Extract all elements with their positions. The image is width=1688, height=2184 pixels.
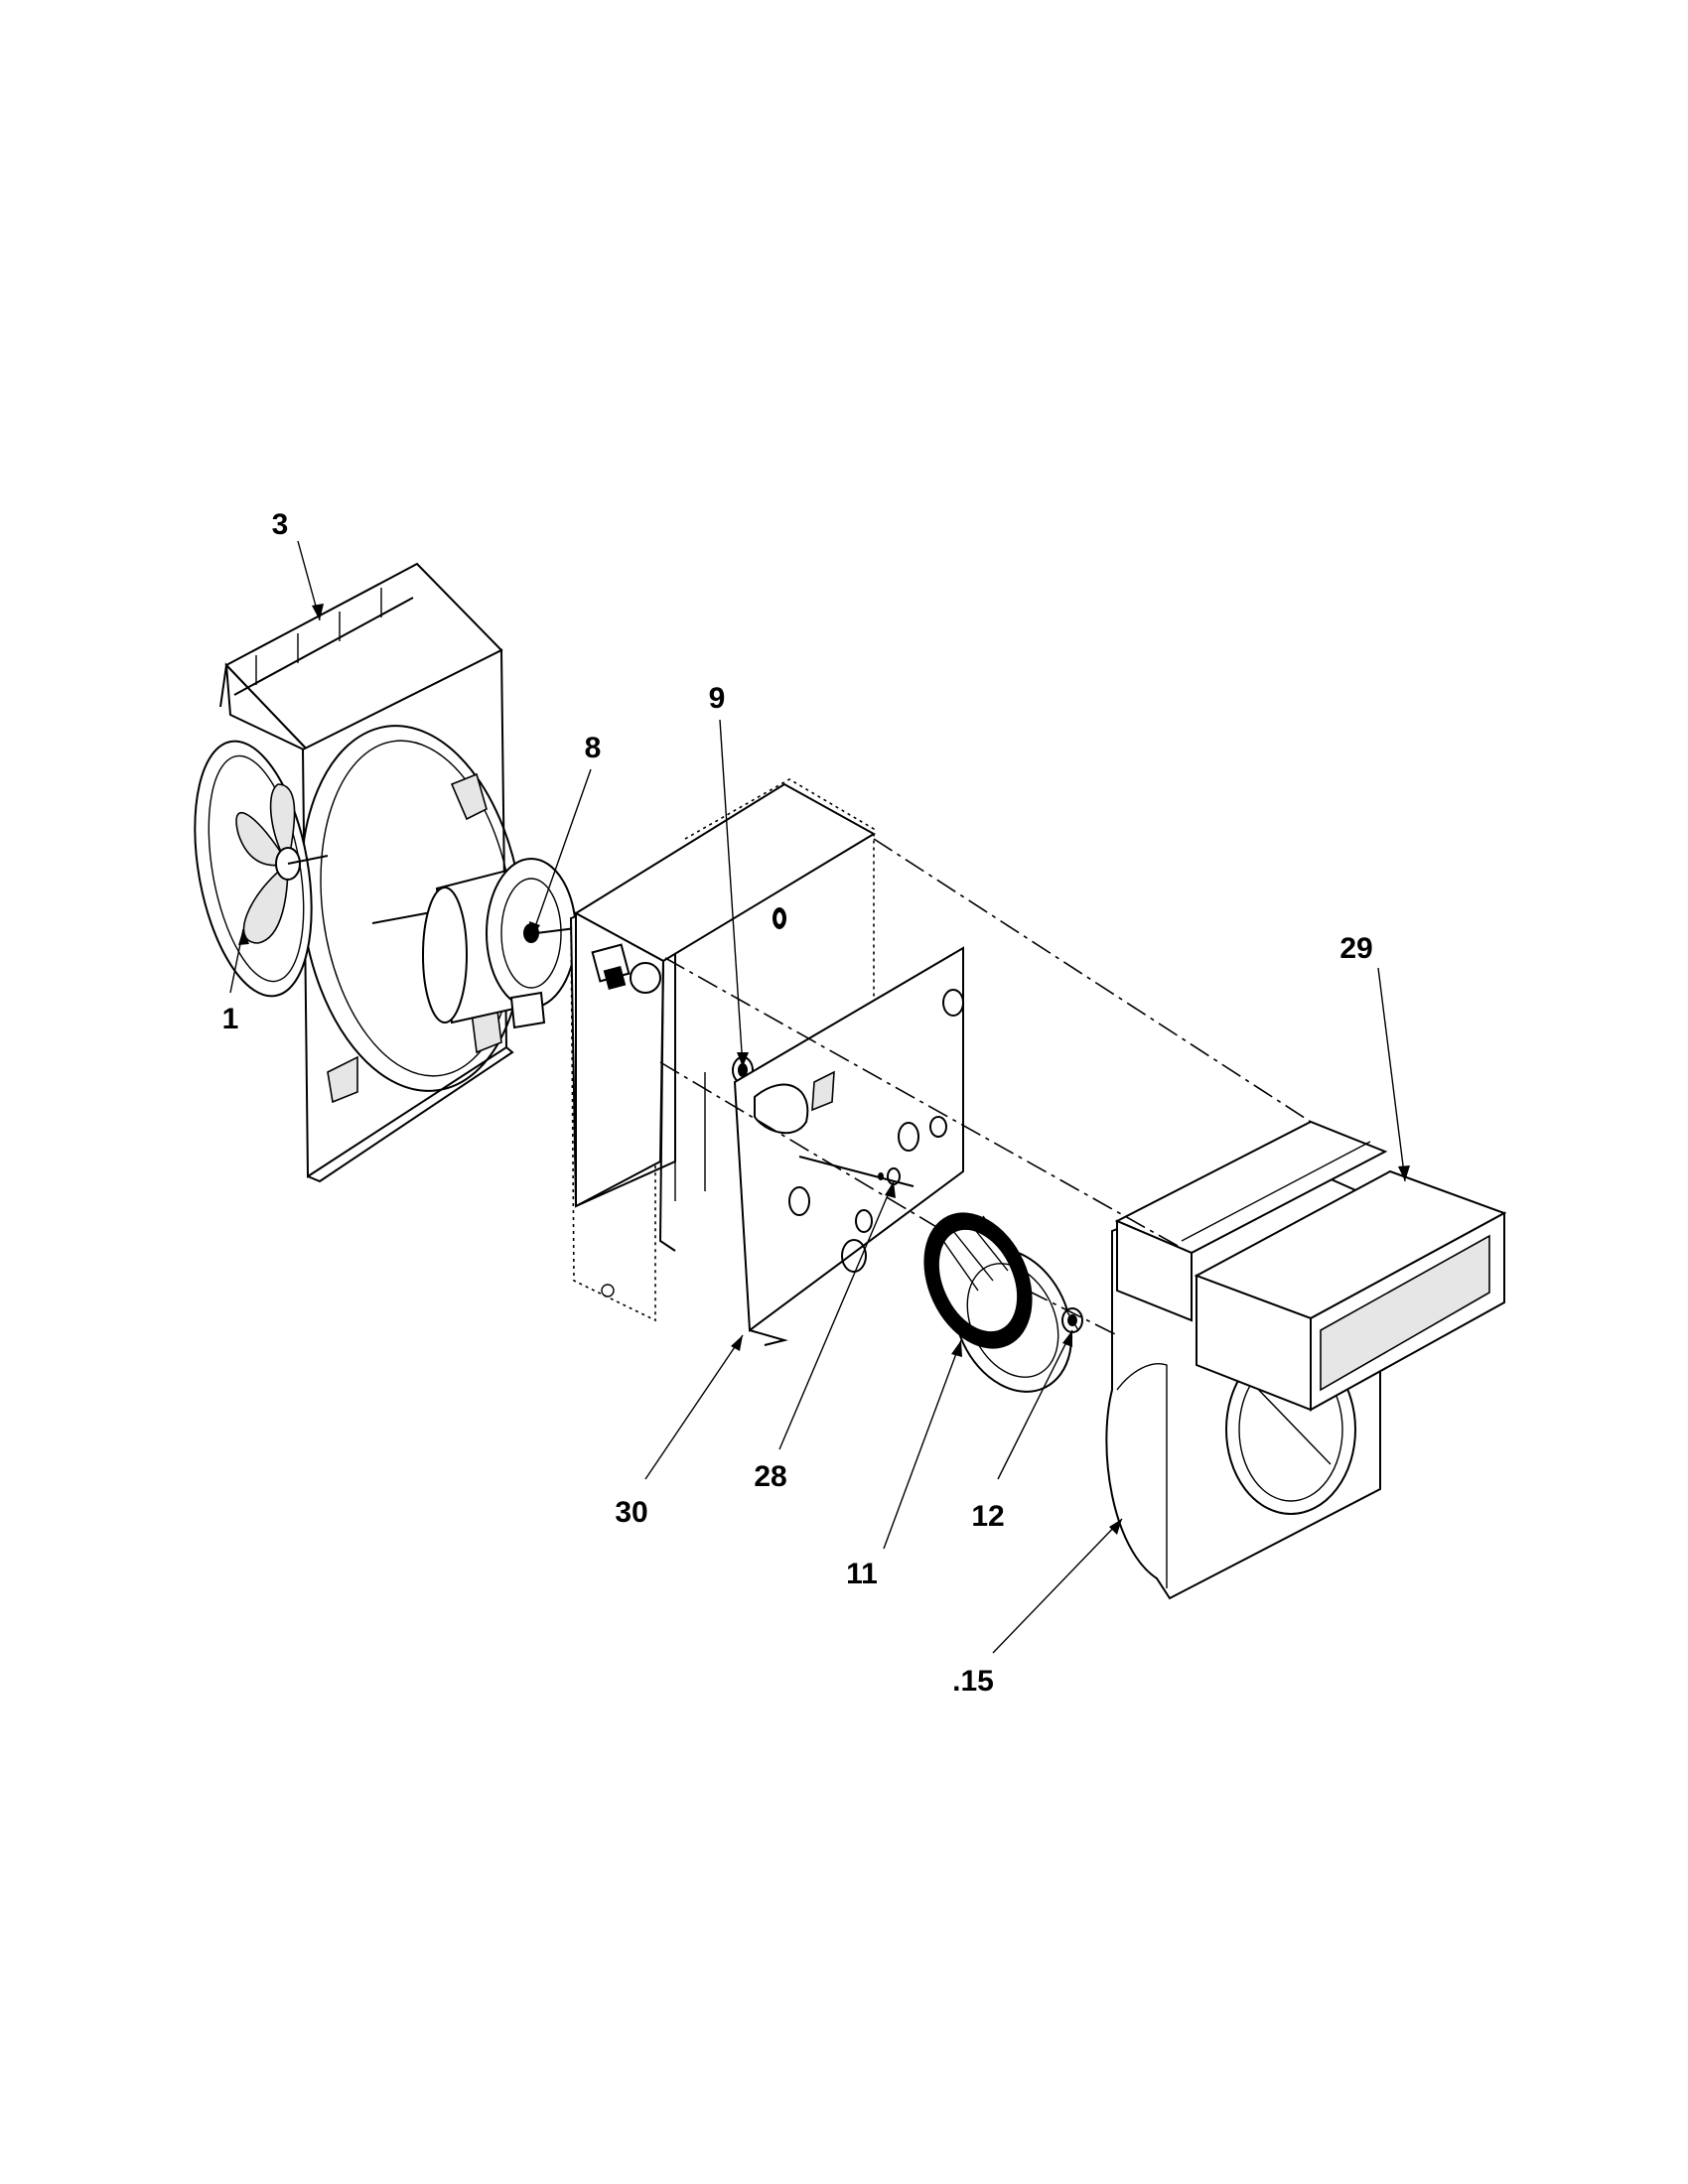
part-11-blower-wheel (923, 1212, 1073, 1393)
callout-15: .15 (952, 1665, 994, 1698)
callout-28: 28 (754, 1460, 786, 1493)
callout-8: 8 (585, 732, 602, 764)
assembly-lines (659, 838, 1312, 1336)
callout-3: 3 (272, 508, 289, 541)
callout-1: 1 (222, 1003, 239, 1035)
part-1-fan-blade (194, 740, 329, 998)
callout-29: 29 (1339, 932, 1372, 965)
part-28-rod (798, 1156, 914, 1187)
callout-11: 11 (846, 1558, 878, 1590)
part-29-discharge-duct (1114, 1120, 1507, 1412)
part-12-hub (1061, 1307, 1083, 1333)
main-housing (574, 778, 876, 1252)
callout-12: 12 (971, 1500, 1004, 1533)
part-3-top-bracket (219, 562, 503, 754)
callouts: 3 1 8 9 29 30 28 11 12 .15 (222, 508, 1373, 1698)
leader-lines (229, 540, 1410, 1654)
callout-30: 30 (615, 1496, 647, 1529)
callout-9: 9 (709, 682, 726, 715)
part-30-partition-panel (733, 946, 964, 1346)
